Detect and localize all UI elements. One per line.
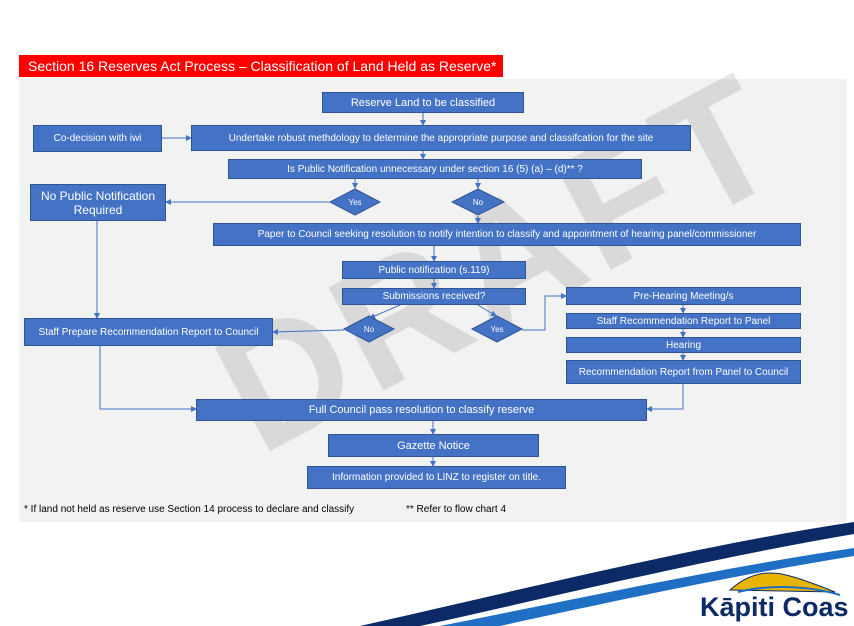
node-submissions-received: Submissions received?	[342, 288, 526, 305]
node-public-notification: Public notification (s.119)	[342, 261, 526, 279]
arrow-submissions-to-no	[369, 304, 401, 319]
arrow-yes-to-prehearing	[522, 293, 567, 331]
node-no-public-notification: No Public Notification Required	[30, 184, 166, 221]
decision-no-1-label: No	[473, 198, 484, 207]
decision-no-2-label: No	[364, 325, 375, 334]
node-paper-to-council: Paper to Council seeking resolution to n…	[213, 223, 801, 246]
node-pre-hearing: Pre-Hearing Meeting/s	[566, 287, 801, 305]
node-staff-report-panel: Staff Recommendation Report to Panel	[566, 313, 801, 329]
node-linz: Information provided to LINZ to register…	[307, 466, 566, 489]
node-panel-report: Recommendation Report from Panel to Coun…	[566, 360, 801, 384]
arrow-no-to-staffreport	[272, 328, 345, 335]
node-co-decision-iwi: Co-decision with iwi	[33, 125, 162, 152]
node-full-council: Full Council pass resolution to classify…	[196, 399, 647, 421]
arrow-panelreport-to-fullcouncil	[646, 384, 684, 412]
footnote-flow-chart: ** Refer to flow chart 4	[406, 504, 507, 515]
page-title: Section 16 Reserves Act Process – Classi…	[19, 55, 503, 77]
node-staff-report-council: Staff Prepare Recommendation Report to C…	[24, 318, 273, 346]
kapiti-coast-logo: Kāpiti Coas	[700, 592, 849, 622]
node-hearing: Hearing	[566, 337, 801, 353]
kapiti-island-logo-icon	[728, 572, 841, 596]
decision-yes-1	[328, 188, 382, 216]
decision-no-2	[342, 315, 396, 343]
node-reserve-land: Reserve Land to be classified	[322, 92, 524, 113]
arrow-submissions-to-yes	[477, 304, 497, 317]
decision-yes-2	[470, 315, 524, 343]
footnote-section-14: * If land not held as reserve use Sectio…	[24, 504, 355, 515]
node-gazette-notice: Gazette Notice	[328, 434, 539, 457]
arrow-staffreport-to-fullcouncil	[99, 346, 197, 412]
node-methodology: Undertake robust methdology to determine…	[191, 125, 691, 151]
decision-yes-2-label: Yes	[490, 325, 503, 334]
decision-yes-1-label: Yes	[348, 198, 361, 207]
node-notification-question: Is Public Notification unnecessary under…	[228, 159, 642, 179]
decision-no-1	[450, 188, 506, 216]
